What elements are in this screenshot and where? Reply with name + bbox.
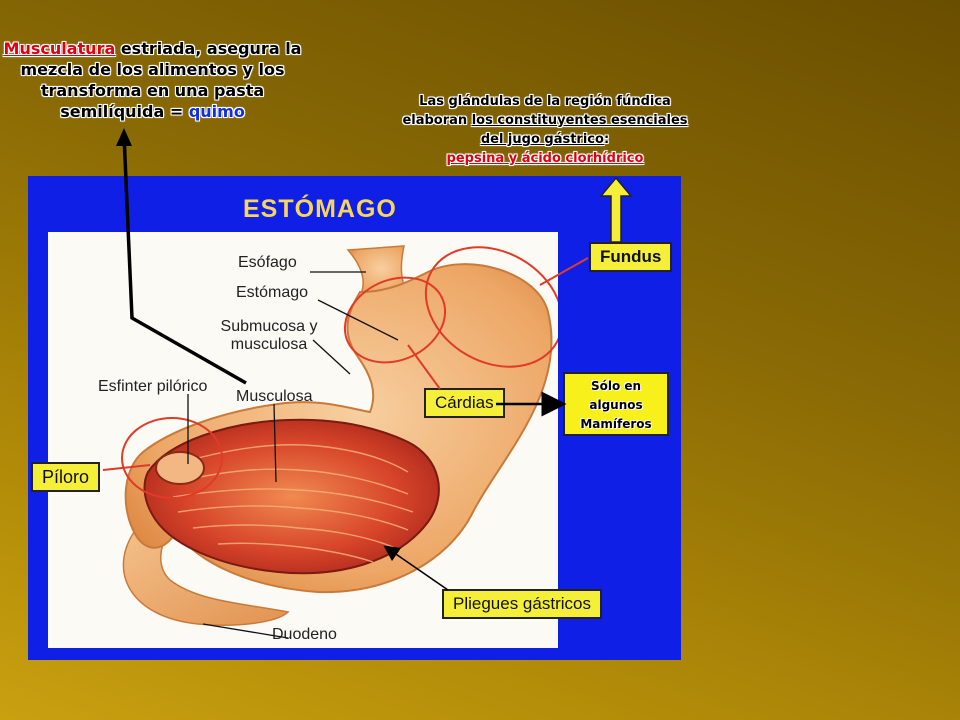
gland-note-intro: Las glándulas de la región fúndica elabo… (402, 94, 671, 128)
musculature-arrowhead (116, 128, 132, 146)
label-esofago: Esófago (238, 254, 297, 271)
box-mamiferos: Sólo en algunos Mamíferos (563, 372, 669, 436)
gland-note-colon: : (603, 132, 610, 147)
musculature-term: Musculatura (3, 39, 116, 58)
box-cardias: Cárdias (424, 388, 505, 418)
label-duodeno: Duodeno (272, 626, 337, 643)
stomach-figure: Esófago Estómago Submucosa y musculosa E… (48, 232, 558, 648)
box-pliegues: Pliegues gástricos (442, 589, 602, 619)
box-piloro: Píloro (31, 462, 101, 492)
panel-title: ESTÓMAGO (243, 195, 397, 223)
duodenum-shape (122, 531, 290, 626)
box-fundus: Fundus (589, 242, 673, 272)
musculature-description: estriada, asegura la mezcla de los alime… (20, 39, 302, 121)
gland-note-constituents: los constituyentes esenciales del jugo g… (471, 113, 688, 147)
gland-note-acids: pepsina y ácido clorhídrico (446, 151, 644, 166)
gland-note: Las glándulas de la región fúndica elabo… (400, 92, 690, 168)
stomach-inner-shape (143, 418, 440, 575)
label-submucosa: Submucosa y musculosa (220, 318, 318, 353)
quimo-term: quimo (188, 102, 245, 121)
label-esfinter: Esfinter pilórico (98, 378, 208, 395)
musculature-note: Musculatura estriada, asegura la mezcla … (0, 38, 305, 122)
label-estomago: Estómago (236, 284, 309, 301)
gastric-folds (172, 444, 414, 563)
pylorus-ring (155, 451, 205, 485)
stomach-illustration (121, 245, 558, 639)
label-musculosa: Musculosa (236, 388, 313, 405)
leader-lines (187, 271, 399, 639)
